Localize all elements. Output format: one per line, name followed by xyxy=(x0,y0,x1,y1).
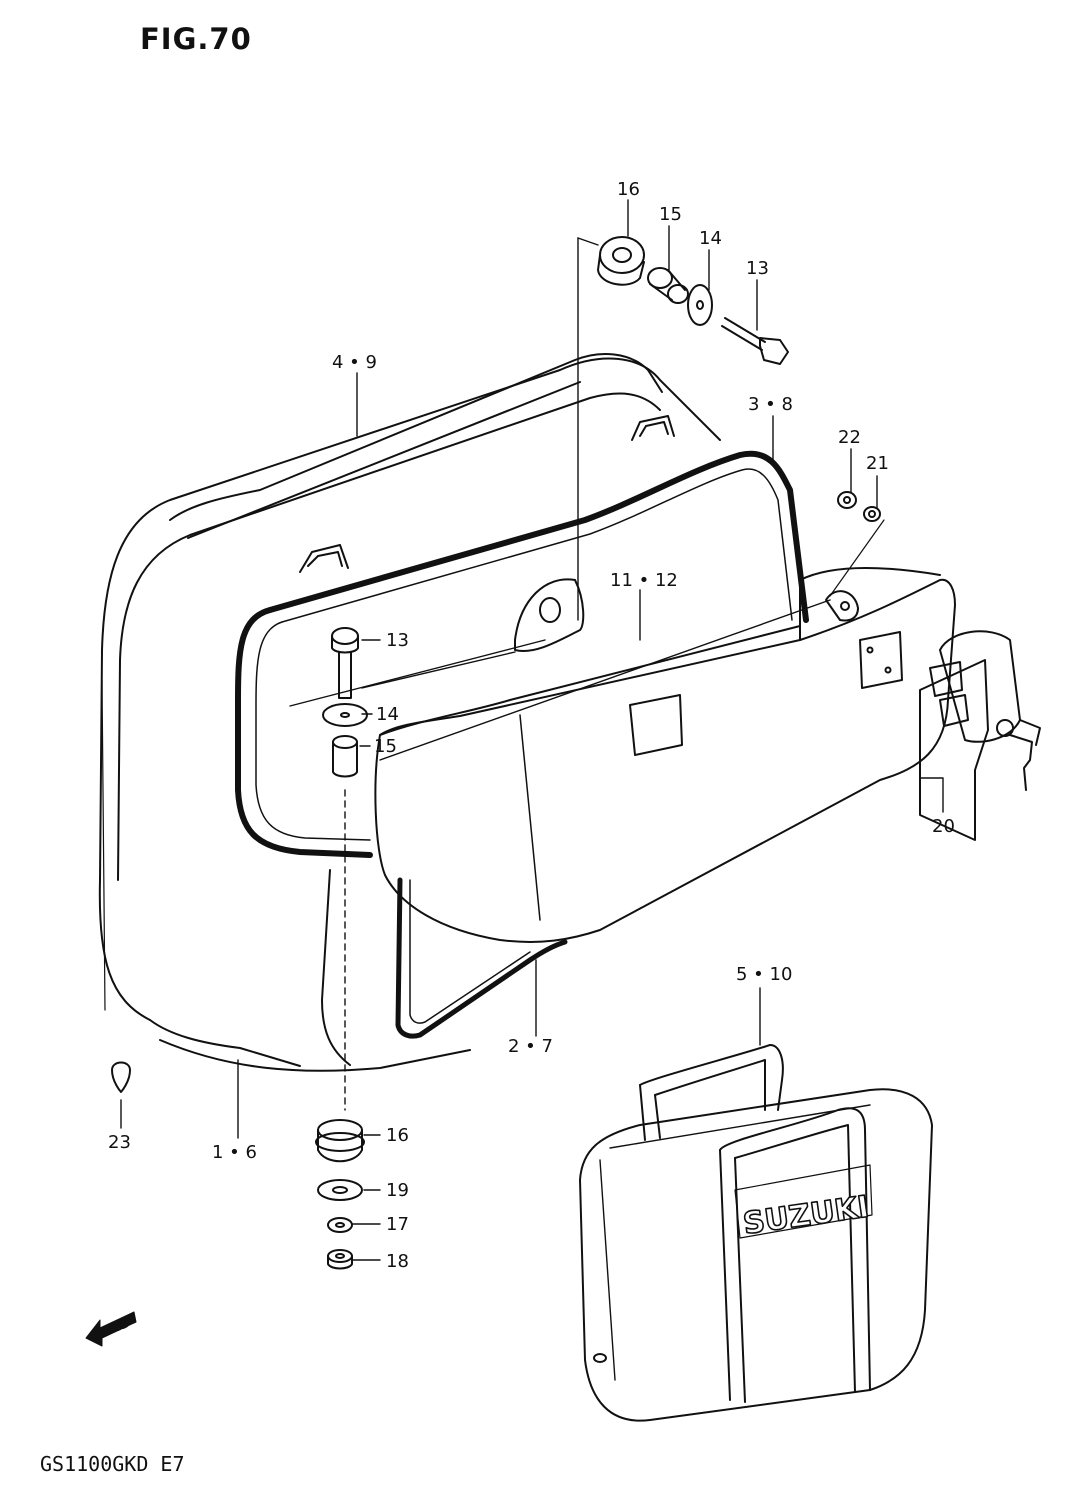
figure-title: FIG.70 xyxy=(140,22,252,56)
callout-19: 19 xyxy=(386,1180,409,1201)
mount-grommet-upper xyxy=(597,236,645,286)
callout-5-10: 5 • 10 xyxy=(736,964,792,985)
saddlebag-body xyxy=(98,353,809,1072)
callout-13-inner: 13 xyxy=(386,630,409,651)
cap-23 xyxy=(111,1061,131,1093)
forward-direction-arrow: FWD xyxy=(85,1311,137,1347)
callout-4-9: 4 • 9 xyxy=(332,352,377,373)
leader-lines xyxy=(120,199,944,1261)
callout-15-inner: 15 xyxy=(374,736,397,757)
model-code-footer: GS1100GKD E7 xyxy=(40,1452,185,1476)
lower-washer xyxy=(317,1179,363,1201)
callout-labels: 16 15 14 13 4 • 9 3 • 8 22 21 11 • 12 13… xyxy=(108,179,955,1272)
callout-3-8: 3 • 8 xyxy=(748,394,793,415)
callout-2-7: 2 • 7 xyxy=(508,1036,553,1057)
callout-14-inner: 14 xyxy=(376,704,399,725)
lower-nut xyxy=(327,1249,353,1270)
callout-16-top: 16 xyxy=(617,179,640,200)
inner-washer xyxy=(322,703,368,727)
callout-22: 22 xyxy=(838,427,861,448)
lock-assembly xyxy=(919,630,1041,841)
mount-collar-upper xyxy=(647,267,689,304)
callout-13-top: 13 xyxy=(746,258,769,279)
lower-spring-washer xyxy=(327,1217,353,1233)
callout-18: 18 xyxy=(386,1251,409,1272)
mount-bolt-upper xyxy=(721,317,789,365)
callout-1-6: 1 • 6 xyxy=(212,1142,257,1163)
callout-15-top: 15 xyxy=(659,204,682,225)
callout-14-top: 14 xyxy=(699,228,722,249)
inner-bolt xyxy=(331,627,359,699)
nut-21-22 xyxy=(829,491,885,597)
lower-grommet xyxy=(315,1119,365,1163)
tool-bag: SUZUKI xyxy=(579,1044,933,1422)
mount-washer-upper xyxy=(687,284,713,326)
callout-11-12: 11 • 12 xyxy=(610,570,678,591)
callout-23: 23 xyxy=(108,1132,131,1153)
callout-17: 17 xyxy=(386,1214,409,1235)
callout-20: 20 xyxy=(932,816,955,837)
saddlebag-lid xyxy=(374,567,956,943)
callout-21: 21 xyxy=(866,453,889,474)
inner-collar xyxy=(332,735,358,778)
callout-16-lower: 16 xyxy=(386,1125,409,1146)
